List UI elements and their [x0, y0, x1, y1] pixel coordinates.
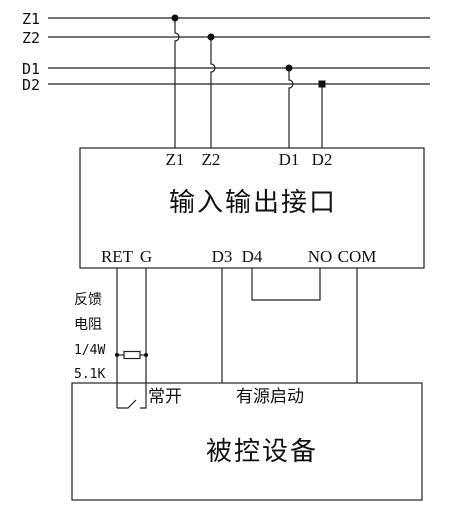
tap-wire-d1 — [288, 68, 294, 148]
normally-open-label: 常开 — [148, 387, 182, 407]
active-start-label: 有源启动 — [236, 387, 304, 407]
resistor-note-line-4: 5.1K — [74, 367, 105, 382]
resistor-node-left — [115, 353, 119, 357]
io-pin-z1: Z1 — [166, 150, 185, 169]
bus-label-z1: Z1 — [22, 10, 40, 28]
io-pin-no: NO — [308, 247, 333, 266]
junction-dot-z2 — [207, 33, 215, 41]
controlled-device-title: 被控设备 — [206, 437, 318, 467]
io-module-title: 输入输出接口 — [169, 188, 337, 218]
junction-dot-d2 — [318, 80, 326, 88]
tap-wire-z1 — [174, 18, 180, 148]
io-pin-d2: D2 — [312, 150, 333, 169]
controlled-device-box — [71, 382, 423, 501]
bus-label-z2: Z2 — [22, 29, 40, 47]
io-pin-d4: D4 — [242, 247, 263, 266]
io-pin-g: G — [140, 247, 152, 266]
resistor-note-line-1: 反馈 — [74, 292, 102, 308]
feedback-resistor-symbol — [123, 350, 141, 360]
io-pin-ret: RET — [101, 247, 134, 266]
resistor-node-right — [144, 353, 148, 357]
io-pin-z2: Z2 — [202, 150, 221, 169]
normally-open-contact — [117, 399, 147, 409]
tap-wire-z2 — [210, 37, 216, 148]
io-pin-com: COM — [338, 247, 377, 266]
bus-label-d1: D1 — [22, 60, 40, 78]
d4-no-link-wire — [251, 268, 321, 301]
resistor-note-line-2: 电阻 — [74, 317, 102, 333]
io-pin-d3: D3 — [212, 247, 233, 266]
junction-dot-z1 — [171, 14, 179, 22]
io-pin-d1: D1 — [279, 150, 300, 169]
resistor-note-line-3: 1/4W — [74, 343, 105, 358]
bus-label-d2: D2 — [22, 76, 40, 94]
junction-dot-d1 — [285, 64, 293, 72]
